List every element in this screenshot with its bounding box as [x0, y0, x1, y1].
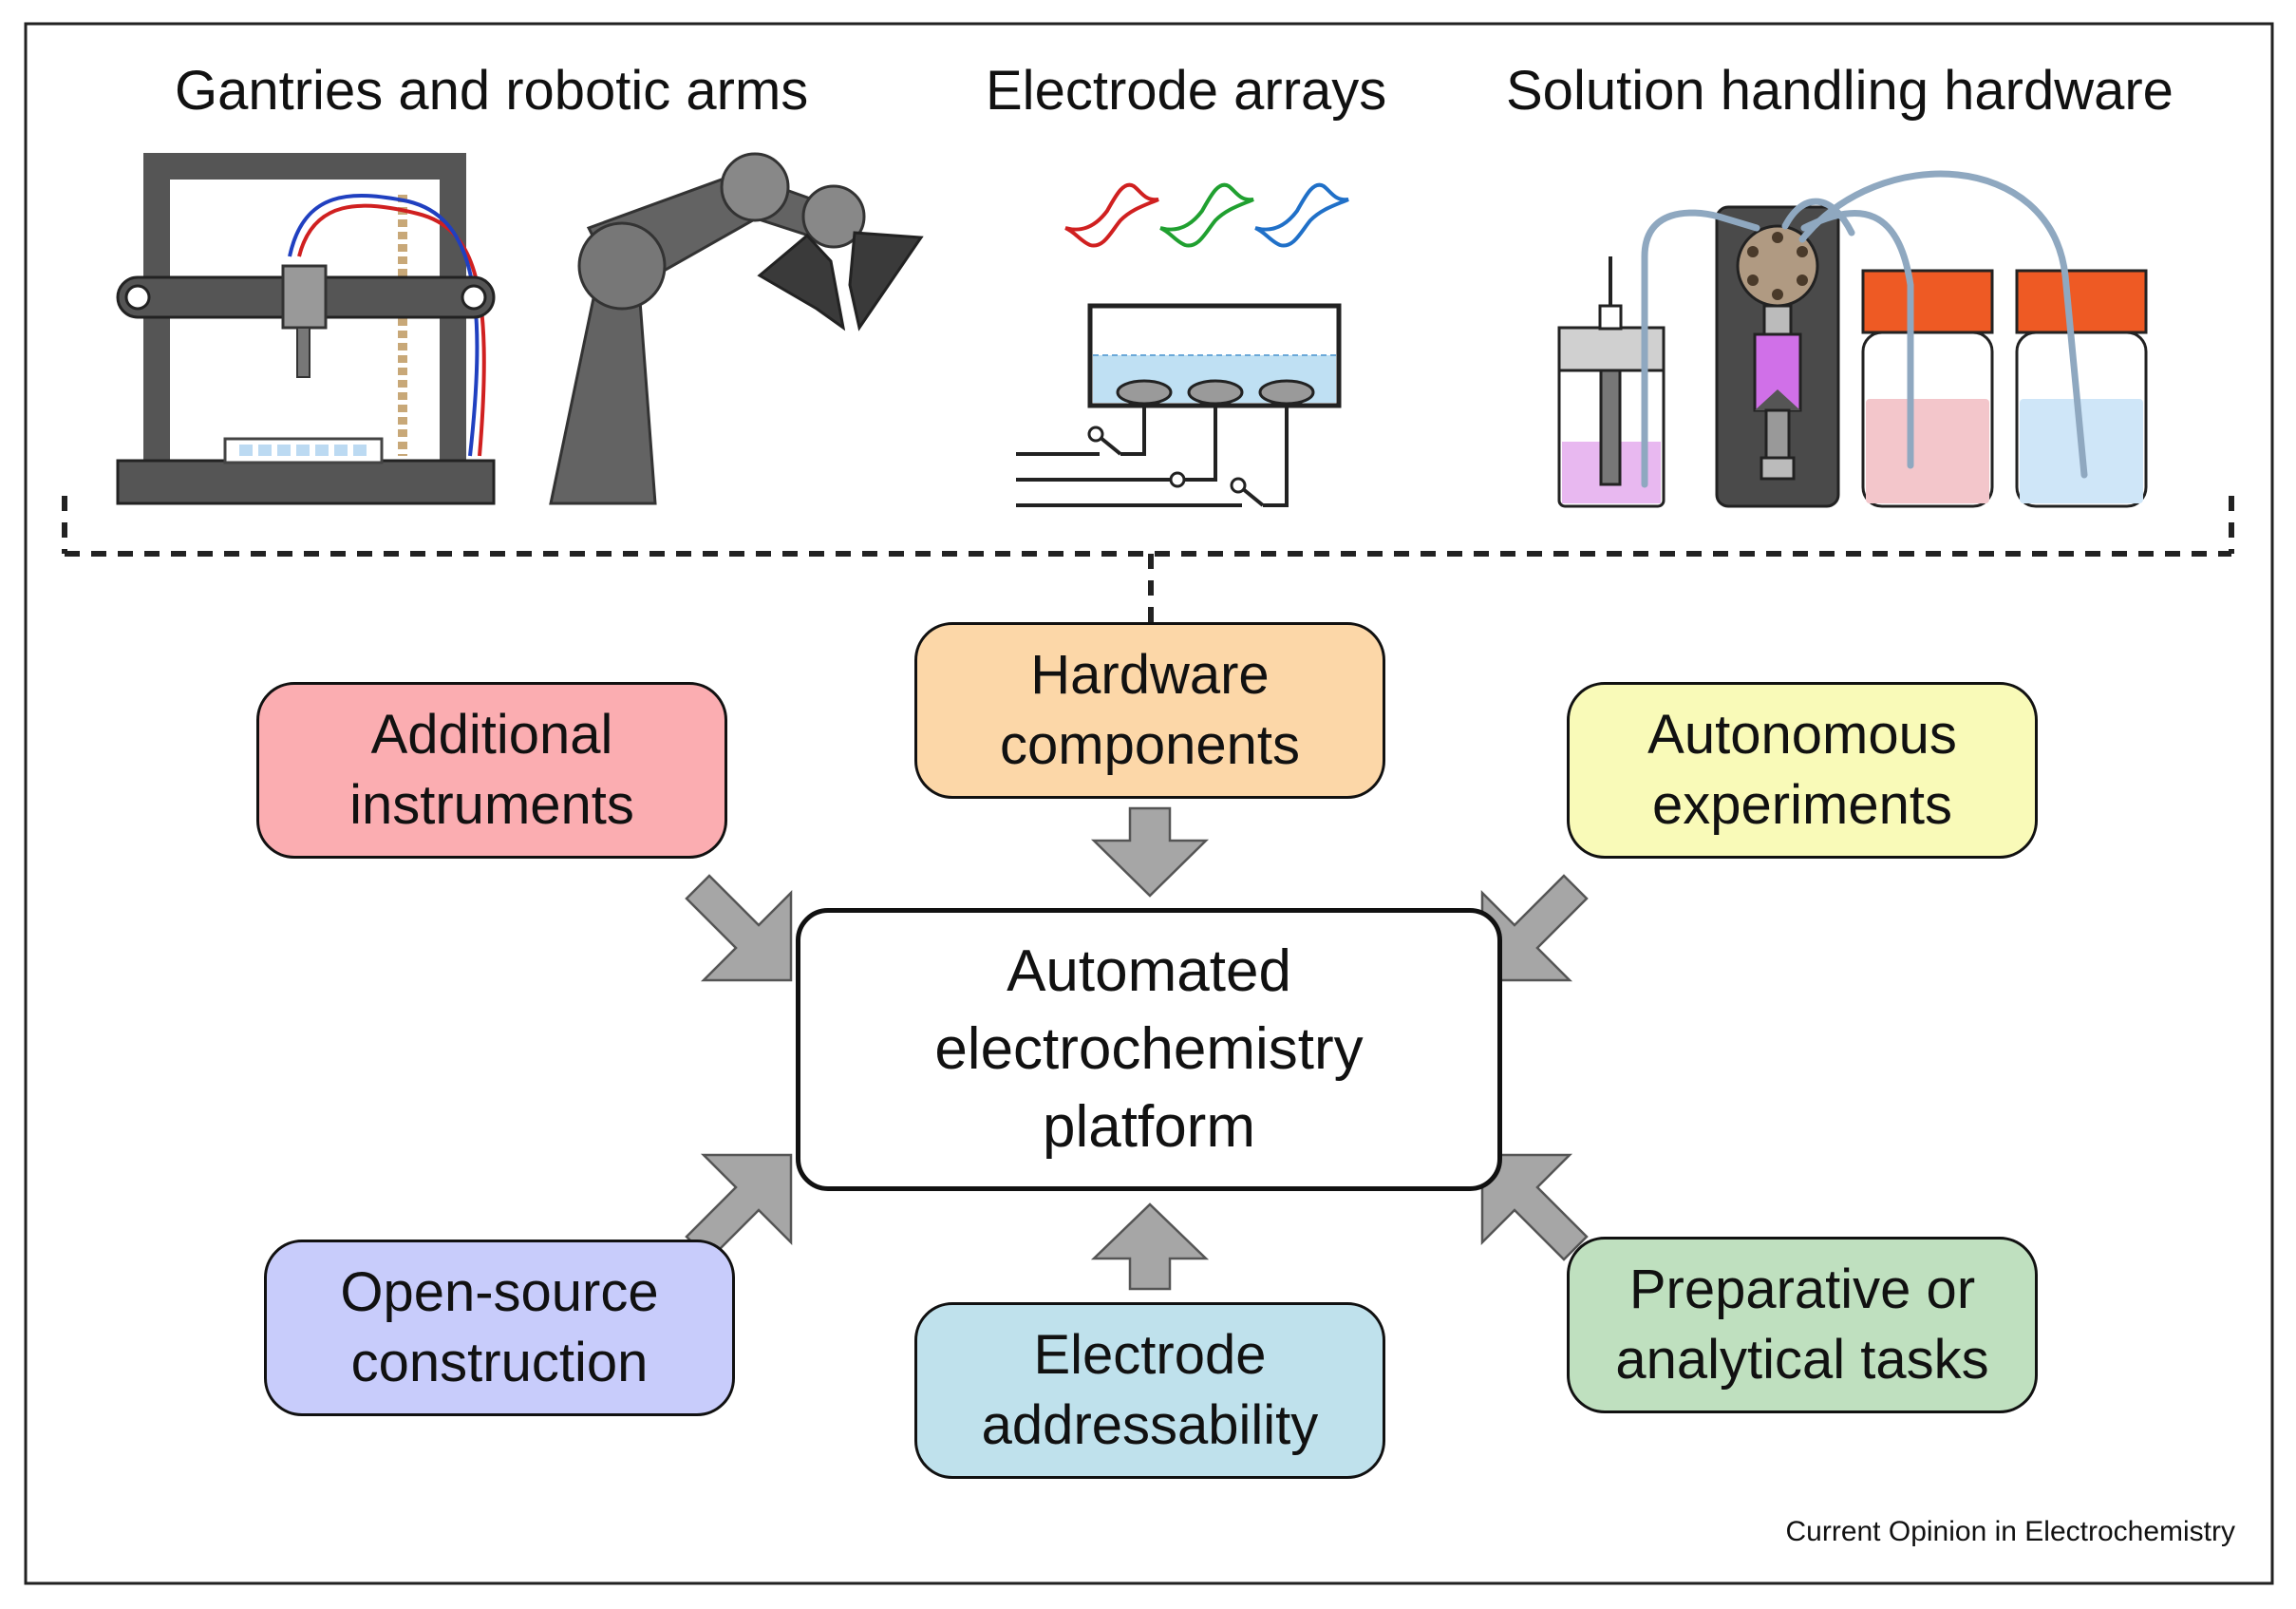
figure-frame [24, 22, 2274, 1585]
heading-electrode-arrays: Electrode arrays [986, 60, 1387, 122]
box-hardware-label: Hardware components [1000, 644, 1300, 776]
reservoir-bottles-icon [1861, 269, 2148, 508]
box-additional-instruments: Additional instruments [256, 682, 727, 859]
journal-credit: Current Opinion in Electrochemistry [1785, 1516, 2235, 1547]
box-hardware-components: Hardware components [914, 622, 1385, 799]
box-opensource-label: Open-source construction [340, 1261, 659, 1393]
robotic-arm-icon [549, 152, 924, 505]
arrows [685, 806, 1589, 1291]
arrow-down-hardware [1090, 806, 1210, 898]
arrow-preparative [1480, 1153, 1589, 1261]
arrow-up-addressability [1090, 1202, 1210, 1291]
selector-valve-pump-icon [1715, 205, 1840, 508]
box-addressability-label: Electrode addressability [981, 1324, 1319, 1456]
box-center-label: Automated electrochemistry platform [934, 938, 1364, 1160]
electrode-array-icon [1016, 303, 1342, 507]
dashed-bracket [62, 496, 2234, 622]
box-additional-label: Additional instruments [349, 704, 634, 836]
tubing-icon [1641, 170, 2088, 488]
box-open-source-construction: Open-source construction [264, 1240, 735, 1416]
gantry-icon [116, 153, 496, 505]
box-autonomous-label: Autonomous experiments [1647, 704, 1957, 836]
box-autonomous-experiments: Autonomous experiments [1567, 682, 2038, 859]
box-electrode-addressability: Electrode addressability [914, 1302, 1385, 1479]
box-preparative-analytical: Preparative or analytical tasks [1567, 1237, 2038, 1413]
arrow-additional [685, 874, 793, 982]
heading-solution-handling: Solution handling hardware [1506, 60, 2174, 122]
box-automated-platform: Automated electrochemistry platform [796, 908, 1502, 1191]
box-preparative-label: Preparative or analytical tasks [1615, 1259, 1989, 1391]
heading-gantries: Gantries and robotic arms [175, 60, 809, 122]
